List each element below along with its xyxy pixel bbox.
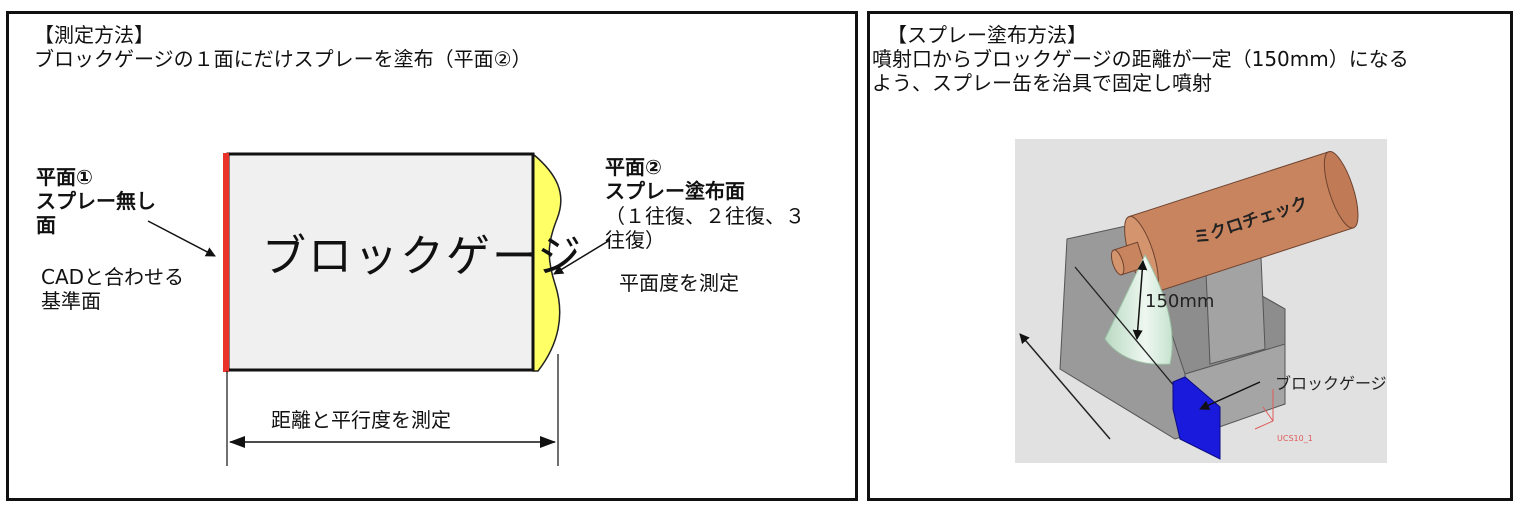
spray-jig-illustration: ミクロチェック 150mm ブロックゲージ UCS10_1 xyxy=(1015,139,1387,463)
plane2-detail: （１往復、２往復、３ xyxy=(605,204,805,228)
plane1-leader-arrow xyxy=(147,220,216,257)
plane1-note-cont: 基準面 xyxy=(41,289,101,313)
gauge-leader-arrow xyxy=(1199,381,1261,410)
plane1-subtitle: スプレー無し xyxy=(36,189,156,213)
block-gauge-body xyxy=(226,152,535,372)
plane2-spray-surface xyxy=(532,152,562,372)
distance-150mm-arrow xyxy=(1132,260,1148,340)
block-gauge xyxy=(1172,376,1221,460)
plane1-note: CADと合わせる xyxy=(41,265,185,289)
spray-method-description-cont: よう、スプレー缶を治具で固定し噴射 xyxy=(872,71,1212,95)
gauge-label: ブロックゲージ xyxy=(1275,374,1387,393)
plane1-subtitle-cont: 面 xyxy=(36,213,56,237)
measurement-method-panel: 【測定方法】 ブロックゲージの１面にだけスプレーを塗布（平面②） ブロックゲージ… xyxy=(6,11,858,501)
plane1-reference-surface xyxy=(223,153,229,372)
plane1-title: 平面① xyxy=(36,165,93,189)
spray-method-title: 【スプレー塗布方法】 xyxy=(887,23,1087,47)
plane2-detail-cont: 往復） xyxy=(605,228,665,252)
spray-direction-arrow xyxy=(1019,333,1111,440)
distance-dimension-label: 距離と平行度を測定 xyxy=(271,408,451,432)
plane2-subtitle: スプレー塗布面 xyxy=(605,179,745,203)
spray-method-description: 噴射口からブロックゲージの距離が一定（150mm）になる xyxy=(872,47,1409,71)
measurement-method-title: 【測定方法】 xyxy=(34,23,154,47)
axis-label: UCS10_1 xyxy=(1277,434,1313,443)
block-gauge-diagram xyxy=(147,152,611,466)
plane2-title: 平面② xyxy=(605,155,662,179)
measurement-method-description: ブロックゲージの１面にだけスプレーを塗布（平面②） xyxy=(34,47,532,71)
coordinate-axis-icon xyxy=(1254,389,1274,430)
plane2-note: 平面度を測定 xyxy=(619,271,739,295)
distance-label: 150mm xyxy=(1145,291,1214,312)
spray-method-panel: 【スプレー塗布方法】 噴射口からブロックゲージの距離が一定（150mm）になる … xyxy=(867,11,1513,501)
block-gauge-label: ブロックゲージ xyxy=(262,231,584,282)
plane2-leader-arrow xyxy=(553,239,611,275)
